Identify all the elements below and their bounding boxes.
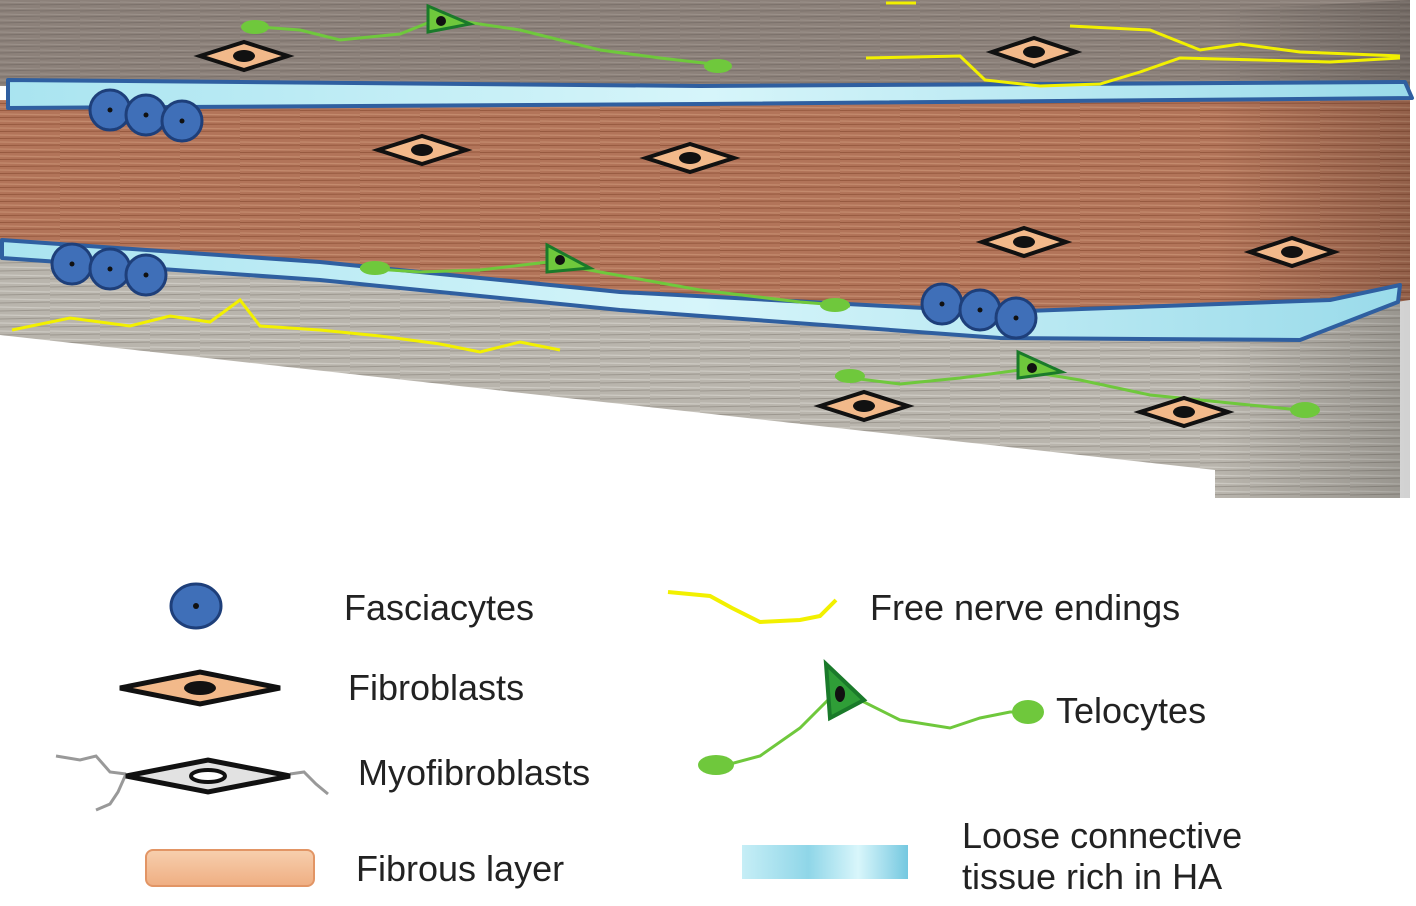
fibroblast [813, 389, 915, 423]
fibrous-layer-swatch [145, 849, 315, 887]
legend-label-myofibroblasts: Myofibroblasts [358, 752, 591, 793]
telocyte-icon [698, 658, 1044, 775]
fasciacyte-icon [169, 582, 223, 630]
nerve-ending-bottom [11, 297, 561, 354]
bottom-fascia-layer [0, 258, 1400, 498]
myofibroblast-icon [55, 754, 329, 812]
muscle-layer [0, 100, 1410, 315]
nerve-ending-top-2 [1069, 24, 1401, 58]
fibroblast [371, 133, 473, 167]
nerve-ending-top [865, 54, 1401, 88]
upper-ha-layer [6, 78, 1414, 110]
telocyte-middle [359, 242, 851, 312]
fibroblast [975, 225, 1073, 259]
nerve-ending-icon [667, 590, 838, 625]
fibroblast [985, 35, 1083, 69]
telocyte-bottom [834, 349, 1320, 418]
legend-label-free-nerve-endings: Free nerve endings [870, 587, 1181, 628]
fibroblast [193, 39, 295, 73]
fibroblast [1243, 235, 1341, 269]
legend [55, 582, 1044, 887]
loose-connective-swatch [742, 845, 908, 879]
fasciacyte-cluster-left [50, 242, 168, 297]
fibroblast [639, 141, 741, 175]
fibroblast [1133, 395, 1235, 429]
fasciacyte-cluster-top [88, 88, 204, 143]
fibroblast-icon [119, 669, 281, 707]
legend-label-telocytes: Telocytes [1056, 690, 1207, 731]
legend-label-fibroblasts: Fibroblasts [348, 667, 525, 708]
fasciacyte-cluster-right [920, 282, 1038, 340]
fascia-layers-diagram [0, 0, 1414, 498]
legend-label-fasciacytes: Fasciacytes [344, 587, 535, 628]
telocyte-top [241, 3, 732, 73]
lower-ha-layer [0, 238, 1402, 342]
top-fascia-layer [0, 0, 1410, 92]
legend-label-fibrous-layer: Fibrous layer [356, 848, 565, 889]
legend-label-loose-connective: Loose connective tissue rich in HA [962, 815, 1243, 898]
